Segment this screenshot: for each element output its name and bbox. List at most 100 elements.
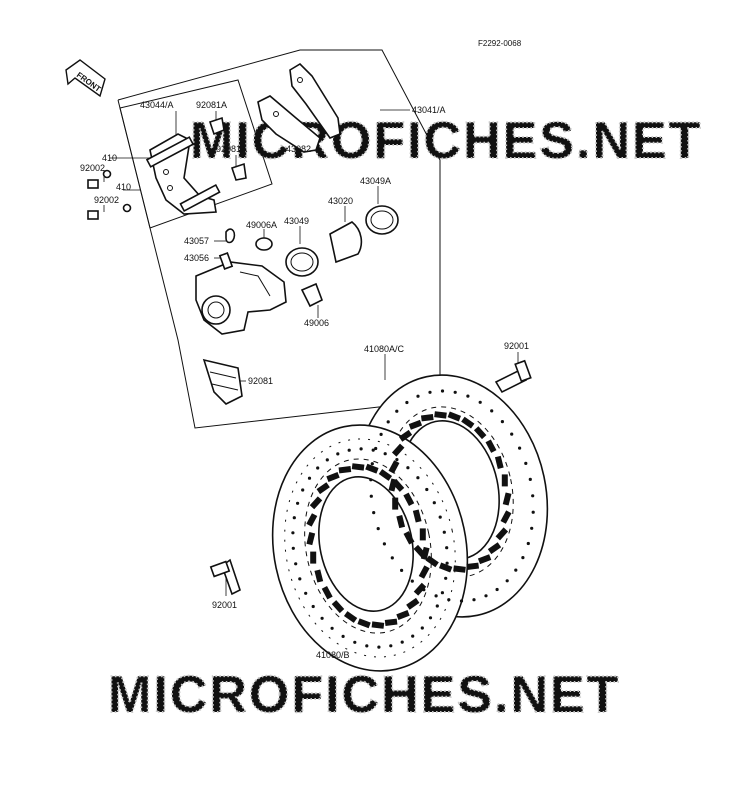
vent-slot: [500, 510, 512, 524]
drill-hole: [416, 476, 420, 480]
vent-slot: [343, 611, 358, 623]
vent-slot: [306, 513, 318, 527]
drill-hole: [383, 452, 387, 456]
callout-43044A: 43044/A: [140, 100, 174, 110]
vent-slot: [321, 585, 333, 600]
vent-slot: [408, 419, 423, 430]
bracket-subassembly-boundary: [119, 79, 273, 229]
callout-43049A: 43049A: [360, 176, 391, 186]
drill-hole: [434, 594, 438, 598]
drill-hole: [435, 604, 439, 608]
vent-slot: [418, 565, 430, 579]
drill-hole: [370, 462, 374, 466]
vent-slot: [447, 411, 461, 422]
vent-slot: [316, 482, 330, 495]
vent-slot: [378, 469, 393, 481]
drill-hole: [386, 420, 390, 424]
vent-slot: [420, 546, 430, 560]
drill-hole: [445, 546, 449, 550]
drill-hole: [311, 604, 315, 609]
drill-hole: [298, 577, 302, 581]
drill-hole: [395, 409, 399, 413]
drill-hole: [292, 516, 296, 520]
drill-hole: [466, 394, 470, 398]
callout-43056: 43056: [184, 253, 209, 263]
drill-hole: [371, 448, 375, 452]
callout-92081A-1: 92081A: [196, 100, 227, 110]
vent-slot: [326, 472, 340, 482]
callout-43082: 43082: [286, 144, 311, 154]
callout-92001-2: 92001: [212, 600, 237, 610]
caliper-bracket: [145, 133, 221, 215]
drill-hole: [296, 501, 300, 505]
drill-hole: [528, 477, 532, 481]
vent-slot: [425, 555, 439, 568]
vent-slot: [439, 562, 453, 573]
drill-hole: [304, 591, 308, 595]
vent-slot: [412, 509, 422, 523]
front-disc-vent-slots: [306, 463, 430, 629]
drill-hole: [472, 598, 476, 602]
drill-hole: [307, 476, 312, 480]
drill-hole: [432, 501, 436, 505]
vent-slot: [388, 460, 400, 474]
vent-slot: [461, 416, 475, 429]
vent-slot: [502, 492, 512, 506]
vent-slot: [396, 610, 410, 620]
drill-hole: [490, 409, 494, 413]
callout-41080B: 41080/B: [316, 650, 350, 660]
drill-hole: [389, 644, 393, 648]
drill-hole: [291, 546, 295, 550]
vent-slot: [309, 496, 323, 510]
callout-92081: 92081: [248, 376, 273, 386]
drill-hole: [495, 587, 499, 592]
rear-disc-drill-holes: [369, 389, 535, 603]
vent-slot: [391, 443, 405, 457]
drill-hole: [291, 531, 295, 535]
mounting-bolts: [87, 169, 132, 220]
drill-hole: [478, 400, 482, 404]
vent-slot: [494, 455, 504, 469]
drill-hole: [440, 591, 444, 595]
drill-hole: [369, 494, 373, 498]
drill-hole: [514, 568, 518, 572]
caliper-body: [195, 261, 287, 335]
part-callouts: 43044/A 92081A 92081A 43041/A 410 92002 …: [80, 100, 529, 660]
callout-92001-1: 92001: [504, 341, 529, 351]
drill-hole: [416, 394, 420, 398]
drill-hole: [510, 432, 514, 436]
callout-43041A: 43041/A: [412, 105, 446, 115]
vent-slot: [406, 597, 420, 610]
lower-pad-spring: [202, 358, 243, 405]
drill-hole: [447, 598, 451, 602]
callout-49006A: 49006A: [246, 220, 277, 230]
drill-hole: [440, 389, 445, 393]
callout-92081A-2: 92081A: [216, 144, 247, 154]
front-arrow-icon: FRONT: [65, 59, 106, 98]
vent-slot: [403, 492, 415, 507]
drill-hole: [374, 446, 378, 451]
drill-hole: [442, 530, 446, 534]
drill-hole: [453, 390, 457, 394]
drill-hole: [400, 640, 404, 644]
callout-43057: 43057: [184, 236, 209, 246]
drill-hole: [445, 561, 449, 565]
drill-hole: [428, 616, 433, 620]
vent-slot: [495, 527, 509, 541]
rear-disc-vent-slots: [388, 411, 512, 573]
drill-hole: [294, 562, 298, 566]
callout-43049: 43049: [284, 216, 309, 226]
vent-slot: [351, 463, 365, 471]
drill-hole: [341, 634, 345, 639]
drill-hole: [382, 542, 386, 546]
vent-slot: [365, 463, 379, 474]
disc-mounting-bolts: [209, 359, 532, 596]
drill-hole: [420, 626, 424, 630]
drill-hole: [400, 568, 404, 573]
drill-hole: [518, 446, 522, 450]
vent-slot: [453, 565, 466, 573]
callout-92002-1: 92002: [80, 163, 105, 173]
vent-slot: [306, 532, 316, 546]
drill-hole: [390, 556, 394, 560]
drill-hole: [369, 478, 373, 482]
